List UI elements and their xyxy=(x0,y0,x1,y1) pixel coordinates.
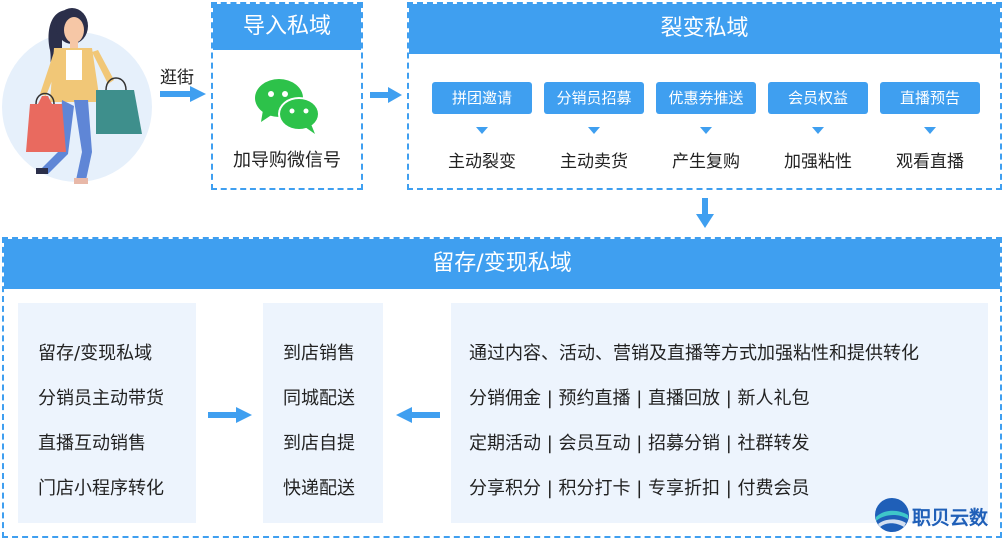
arrow-right-icon xyxy=(370,87,402,103)
arrow-left-icon xyxy=(396,407,440,423)
brand-name: 职贝云数 xyxy=(912,507,989,529)
caret-down-icon xyxy=(476,127,488,134)
panel-line: 到店自提 xyxy=(283,433,355,454)
fission-result: 主动卖货 xyxy=(560,152,628,172)
panel-line: 到店销售 xyxy=(283,343,355,364)
caret-down-icon xyxy=(812,127,824,134)
fission-tag: 直播预告 xyxy=(880,82,980,114)
fission-section: 裂变私域 拼团邀请 主动裂变 分销员招募 主动卖货 优惠券推送 产生复购 会员权… xyxy=(407,2,1002,190)
import-caption: 加导购微信号 xyxy=(233,150,341,171)
fission-result: 主动裂变 xyxy=(448,152,516,172)
import-section: 导入私域 加导购微信号 xyxy=(211,2,363,190)
fission-section-title: 裂变私域 xyxy=(409,4,1000,54)
panel-line: 分销员主动带货 xyxy=(38,388,164,409)
fission-result: 产生复购 xyxy=(672,152,740,172)
panel-line: 通过内容、活动、营销及直播等方式加强粘性和提供转化 xyxy=(469,343,919,364)
fission-tag: 优惠券推送 xyxy=(656,82,756,114)
fission-result: 加强粘性 xyxy=(784,152,852,172)
caret-down-icon xyxy=(588,127,600,134)
brand-logo-icon xyxy=(875,498,909,532)
arrow-down-icon xyxy=(696,198,714,228)
panel-line: 门店小程序转化 xyxy=(38,478,164,499)
panel-line: 快递配送 xyxy=(283,478,355,499)
arrow-right-icon xyxy=(208,407,252,423)
caret-down-icon xyxy=(924,127,936,134)
fission-result: 观看直播 xyxy=(896,152,964,172)
panel-line: 分享积分 | 积分打卡 | 专享折扣 | 付费会员 xyxy=(469,478,810,499)
arrow-right-icon xyxy=(160,86,206,102)
wechat-icon xyxy=(255,79,320,134)
fission-tag: 拼团邀请 xyxy=(432,82,532,114)
retention-section: 留存/变现私域 留存/变现私域 分销员主动带货 直播互动销售 门店小程序转化 到… xyxy=(2,237,1002,538)
panel-line: 定期活动 | 会员互动 | 招募分销 | 社群转发 xyxy=(469,433,810,454)
fulfillment-panel: 到店销售 同城配送 到店自提 快递配送 xyxy=(263,303,383,523)
channels-panel: 留存/变现私域 分销员主动带货 直播互动销售 门店小程序转化 xyxy=(18,303,196,523)
panel-line: 分销佣金 | 预约直播 | 直播回放 | 新人礼包 xyxy=(469,388,810,409)
caret-down-icon xyxy=(700,127,712,134)
shopper-illustration xyxy=(26,8,142,184)
fission-tag: 分销员招募 xyxy=(544,82,644,114)
panel-line: 同城配送 xyxy=(283,388,355,409)
retention-section-title: 留存/变现私域 xyxy=(4,239,1000,289)
panel-line: 留存/变现私域 xyxy=(38,343,153,364)
panel-line: 直播互动销售 xyxy=(38,433,146,454)
import-section-title: 导入私域 xyxy=(213,4,361,50)
shopping-label: 逛街 xyxy=(160,68,194,88)
operations-panel: 通过内容、活动、营销及直播等方式加强粘性和提供转化 分销佣金 | 预约直播 | … xyxy=(451,303,988,523)
fission-tag: 会员权益 xyxy=(768,82,868,114)
